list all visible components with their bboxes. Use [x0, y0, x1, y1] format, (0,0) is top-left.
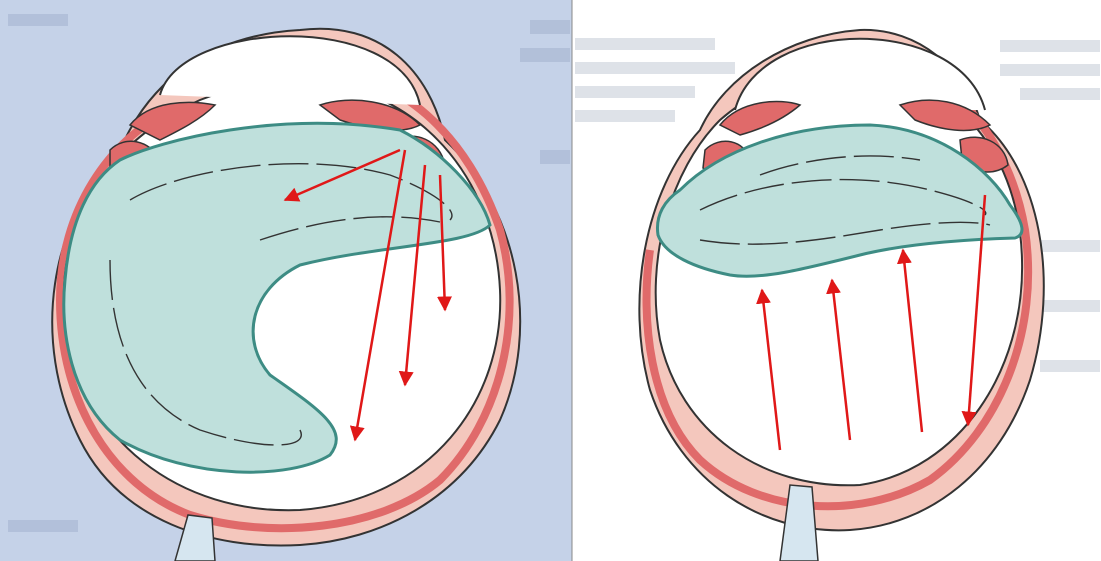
right-panel: [572, 0, 1101, 561]
left-panel: [0, 0, 572, 561]
